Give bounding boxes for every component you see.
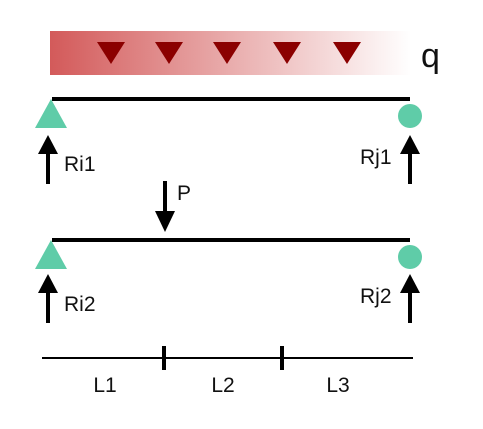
beam-case-2: Ri2 Rj2 (35, 238, 422, 323)
load-arrow-icon (155, 42, 183, 64)
reaction-arrow-icon (38, 135, 58, 184)
segment-label-l2: L2 (211, 374, 234, 397)
dimension-line: L1 L2 L3 (42, 346, 413, 397)
load-arrow-icon (333, 42, 361, 64)
reaction-label-ri2: Ri2 (64, 293, 96, 316)
segment-label-l3: L3 (326, 374, 349, 397)
reaction-arrow-icon (38, 274, 58, 323)
roller-support-icon (398, 245, 422, 269)
reaction-label-rj2: Rj2 (360, 285, 392, 308)
reaction-arrow-icon (400, 135, 420, 184)
reaction-arrow-icon (400, 274, 420, 323)
pin-support-icon (35, 99, 67, 128)
distributed-load (50, 31, 411, 75)
reaction-label-rj1: Rj1 (360, 146, 392, 169)
point-load-arrow-icon (155, 181, 175, 232)
pin-support-icon (35, 240, 67, 269)
segment-label-l1: L1 (93, 374, 116, 397)
point-load-label: P (177, 182, 191, 205)
reaction-label-ri1: Ri1 (64, 153, 96, 176)
distributed-load-label: q (421, 37, 440, 75)
load-arrow-icon (213, 42, 241, 64)
beam-case-1: Ri1 Rj1 (35, 97, 422, 184)
roller-support-icon (398, 104, 422, 128)
load-arrow-icon (97, 42, 125, 64)
load-arrow-icon (273, 42, 301, 64)
